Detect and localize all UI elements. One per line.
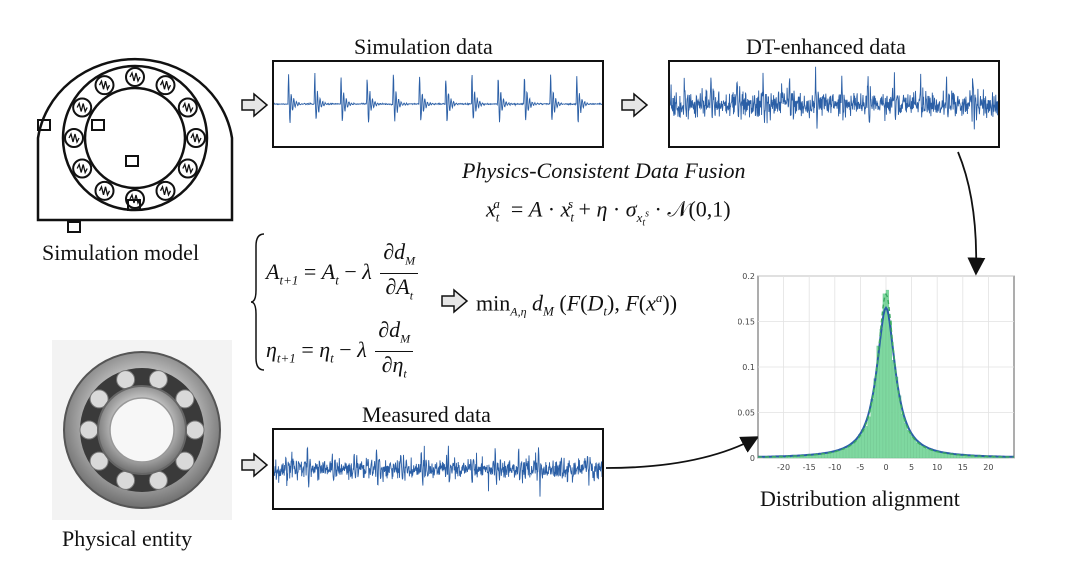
- histogram-bar: [882, 293, 886, 459]
- y-tick-label: 0: [750, 454, 755, 463]
- histogram-bar: [910, 435, 914, 459]
- x-tick-label: -10: [828, 463, 841, 472]
- spring-glyph: [98, 184, 111, 197]
- spring-glyph: [98, 79, 111, 92]
- simulation-model-diagram: [36, 57, 234, 233]
- spring-damper-icons: [37, 119, 141, 233]
- enhanced-data-title: DT-enhanced data: [746, 34, 906, 59]
- bearing-photo: [52, 340, 232, 520]
- histogram-bar: [879, 328, 883, 459]
- simulation-model-label: Simulation model: [42, 240, 200, 265]
- histogram-bar: [913, 439, 917, 459]
- distribution-alignment-label: Distribution alignment: [760, 486, 960, 511]
- arrow-icon: [241, 452, 269, 478]
- histogram-bar: [922, 447, 926, 459]
- histogram-bar: [870, 399, 874, 459]
- measured-signal: [274, 445, 602, 497]
- simulation-data-panel: [272, 60, 604, 148]
- arrow-icon: [621, 92, 649, 118]
- enhanced-to-distribution-arrow: [957, 151, 986, 276]
- simulation-data-title: Simulation data: [354, 34, 493, 59]
- objective-equation: minA,η dM (F(Dt), F(xa)): [476, 290, 678, 319]
- histogram-bar: [864, 426, 868, 459]
- signal-trace: [670, 66, 998, 130]
- x-tick-label: -5: [856, 463, 864, 472]
- histogram-bar: [904, 422, 908, 459]
- histogram-bar: [867, 416, 871, 459]
- housing-outline: [36, 57, 234, 222]
- fusion-title: Physics-Consistent Data Fusion: [462, 158, 746, 183]
- histogram-bar: [845, 446, 849, 459]
- histogram-bar: [852, 442, 856, 459]
- physical-entity-label: Physical entity: [62, 526, 193, 551]
- histogram-bar: [861, 429, 865, 459]
- spring-glyph: [76, 101, 88, 114]
- histogram-bar: [916, 443, 920, 459]
- measured-data-title: Measured data: [362, 402, 491, 427]
- y-tick-label: 0.15: [738, 318, 755, 327]
- spring-glyph: [76, 162, 88, 175]
- histogram-bar: [907, 430, 911, 459]
- bearing-ball: [89, 451, 109, 471]
- update-equation-a: At+1 = At − λ ∂dM∂At: [266, 239, 421, 308]
- y-tick-label: 0.1: [742, 363, 755, 372]
- signal-trace: [274, 72, 602, 123]
- histogram-bar: [888, 320, 892, 459]
- arrow-icon: [441, 288, 469, 314]
- histogram-bar: [925, 448, 929, 459]
- signal-trace: [274, 445, 602, 497]
- x-tick-label: 5: [909, 463, 914, 472]
- spring-glyph: [159, 184, 172, 197]
- x-tick-label: 10: [932, 463, 942, 472]
- bearing-ball: [89, 389, 109, 409]
- x-tick-label: 20: [983, 463, 993, 472]
- histogram-bar: [901, 413, 905, 459]
- x-tick-label: 15: [958, 463, 968, 472]
- histogram-bar: [935, 451, 939, 459]
- histogram-bar: [842, 448, 846, 459]
- rolling-elements: [64, 67, 206, 209]
- histogram-bar: [839, 450, 843, 459]
- x-tick-label: -15: [803, 463, 816, 472]
- enhanced-data-panel: [668, 60, 1000, 148]
- y-tick-label: 0.2: [742, 272, 755, 281]
- update-equation-eta: ηt+1 = ηt − λ ∂dM∂ηt: [266, 317, 416, 386]
- histogram-bar: [833, 451, 837, 459]
- left-brace: [250, 233, 265, 371]
- spring-glyph: [190, 132, 202, 144]
- histogram-bar: [891, 360, 896, 459]
- spring-glyph: [182, 162, 194, 175]
- bearing-balls: [79, 370, 205, 490]
- x-tick-label: -20: [777, 463, 790, 472]
- histogram-bar: [876, 345, 880, 459]
- inner-race: [83, 86, 187, 190]
- spring-glyph: [68, 132, 80, 144]
- histogram-bar: [931, 450, 936, 459]
- histogram-bar: [938, 452, 942, 459]
- arrow-icon: [241, 92, 269, 118]
- histogram-bar: [928, 449, 932, 459]
- reference-curve: [757, 292, 1015, 458]
- fusion-equation: xta = A · xts + η · σxts · 𝒩(0,1): [486, 196, 731, 229]
- simulation-signal: [274, 72, 602, 123]
- distribution-chart: -20 -15 -10 -5 0 5 10 15 20 0 0.05 0.1 0.15 0.2: [738, 272, 1015, 472]
- x-tick-label: 0: [883, 463, 888, 472]
- y-tick-label: 0.05: [738, 409, 755, 418]
- histogram-bar: [885, 289, 889, 459]
- measured-to-distribution-arrow: [605, 436, 760, 469]
- spring-glyph: [159, 79, 172, 92]
- histogram-bar: [919, 444, 923, 459]
- spring-glyph: [182, 101, 194, 114]
- histogram-bar: [836, 450, 840, 459]
- spring-glyph: [129, 71, 141, 83]
- measured-data-panel: [272, 428, 604, 510]
- bearing-ball: [175, 451, 195, 471]
- enhanced-signal: [670, 66, 998, 130]
- bearing-ball: [175, 389, 195, 409]
